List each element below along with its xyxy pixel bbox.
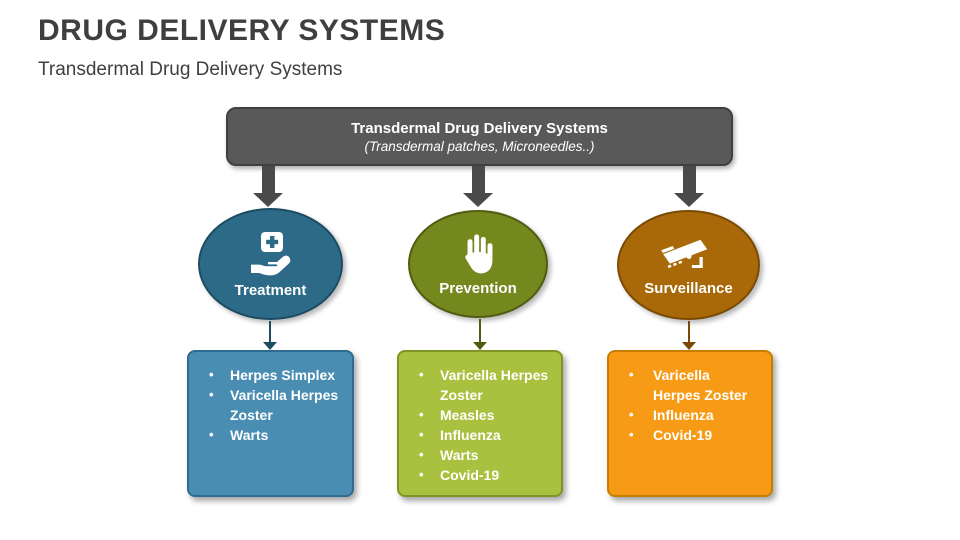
prevention-diseases-box: Varicella Herpes ZosterMeaslesInfluenzaW… bbox=[397, 350, 563, 497]
arrow-down-icon bbox=[463, 166, 493, 207]
connector-arrowhead bbox=[263, 342, 277, 350]
connector-arrow-icon bbox=[473, 319, 487, 350]
node-treatment: Treatment bbox=[198, 208, 343, 320]
connector-line bbox=[269, 321, 271, 342]
stop-hand-icon bbox=[465, 233, 493, 273]
connector-line bbox=[688, 321, 690, 342]
root-node-subtitle: (Transdermal patches, Microneedles..) bbox=[364, 138, 595, 154]
disease-list-item: Measles bbox=[417, 405, 562, 425]
disease-list-item: Varicella Herpes Zoster bbox=[417, 365, 562, 405]
prevention-disease-list: Varicella Herpes ZosterMeaslesInfluenzaW… bbox=[417, 365, 561, 485]
arrow-stem bbox=[261, 166, 275, 193]
arrow-stem bbox=[682, 166, 696, 193]
connector-arrowhead bbox=[682, 342, 696, 350]
disease-list-item: Varicella Herpes Zoster bbox=[627, 365, 753, 405]
arrow-down-icon bbox=[674, 166, 704, 207]
disease-list-item: Covid-19 bbox=[417, 465, 562, 485]
node-prevention: Prevention bbox=[408, 210, 548, 318]
arrow-stem bbox=[471, 166, 485, 193]
surveillance-disease-list: Varicella Herpes ZosterInfluenzaCovid-19 bbox=[627, 365, 771, 445]
disease-list-item: Influenza bbox=[627, 405, 753, 425]
node-surveillance: Surveillance bbox=[617, 210, 760, 320]
disease-list-item: Varicella Herpes Zoster bbox=[207, 385, 352, 425]
root-node-transdermal: Transdermal Drug Delivery Systems (Trans… bbox=[226, 107, 733, 166]
arrow-head bbox=[253, 193, 283, 207]
surveillance-diseases-box: Varicella Herpes ZosterInfluenzaCovid-19 bbox=[607, 350, 773, 497]
disease-list-item: Warts bbox=[207, 425, 352, 445]
connector-arrow-icon bbox=[682, 321, 696, 350]
first-aid-hand-icon bbox=[250, 231, 290, 275]
disease-list-item: Herpes Simplex bbox=[207, 365, 352, 385]
node-label: Surveillance bbox=[644, 279, 733, 297]
root-node-title: Transdermal Drug Delivery Systems bbox=[351, 119, 608, 137]
page-subtitle: Transdermal Drug Delivery Systems bbox=[38, 59, 343, 80]
connector-line bbox=[479, 319, 481, 342]
treatment-disease-list: Herpes SimplexVaricella Herpes ZosterWar… bbox=[207, 365, 352, 445]
connector-arrow-icon bbox=[263, 321, 277, 350]
disease-list-item: Covid-19 bbox=[627, 425, 753, 445]
disease-list-item: Warts bbox=[417, 445, 562, 465]
cctv-camera-icon bbox=[660, 239, 707, 268]
arrow-down-icon bbox=[253, 166, 283, 207]
disease-list-item: Influenza bbox=[417, 425, 562, 445]
node-label: Prevention bbox=[439, 279, 517, 297]
page-title: DRUG DELIVERY SYSTEMS bbox=[38, 14, 446, 47]
arrow-head bbox=[674, 193, 704, 207]
treatment-diseases-box: Herpes SimplexVaricella Herpes ZosterWar… bbox=[187, 350, 354, 497]
arrow-head bbox=[463, 193, 493, 207]
node-label: Treatment bbox=[234, 281, 307, 299]
connector-arrowhead bbox=[473, 342, 487, 350]
